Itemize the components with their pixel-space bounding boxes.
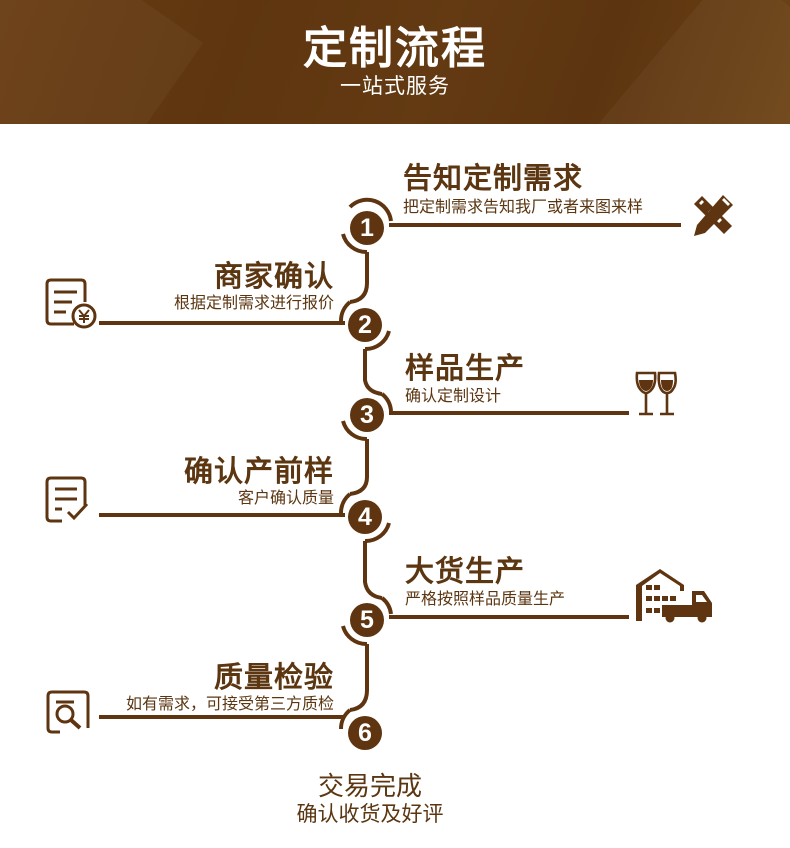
step-desc: 确认定制设计 <box>405 386 502 405</box>
quote-document-yen-icon <box>45 278 97 329</box>
step-title: 质量检验 <box>213 660 334 694</box>
wine-glasses-icon <box>635 371 677 416</box>
factory-truck-icon <box>636 569 712 623</box>
inspection-magnifier-icon <box>46 690 90 734</box>
step-number-badge: 4 <box>348 500 382 534</box>
step-number-badge: 5 <box>350 603 384 637</box>
step-title: 大货生产 <box>405 554 526 588</box>
final-desc: 确认收货及好评 <box>296 802 444 826</box>
page-subtitle: 一站式服务 <box>340 74 450 98</box>
step-title: 确认产前样 <box>183 454 334 488</box>
page-title: 定制流程 <box>303 23 487 74</box>
document-check-icon <box>45 476 89 523</box>
step-desc: 如有需求，可接受第三方质检 <box>125 694 334 713</box>
step-title: 样品生产 <box>405 351 526 385</box>
pencil-ruler-icon <box>694 195 733 236</box>
step-desc: 客户确认质量 <box>237 488 334 507</box>
step-title: 商家确认 <box>213 259 334 293</box>
step-number-badge: 2 <box>348 308 382 342</box>
step-number-badge: 6 <box>348 716 382 750</box>
step-number-badge: 3 <box>350 398 384 432</box>
step-desc: 把定制需求告知我厂或者来图来样 <box>403 197 644 216</box>
header-banner: 定制流程 一站式服务 <box>0 0 790 124</box>
step-desc: 根据定制需求进行报价 <box>173 293 334 312</box>
final-title: 交易完成 <box>317 772 422 802</box>
step-title: 告知定制需求 <box>403 161 584 195</box>
step-desc: 严格按照样品质量生产 <box>405 589 566 608</box>
step-number-badge: 1 <box>350 211 384 245</box>
